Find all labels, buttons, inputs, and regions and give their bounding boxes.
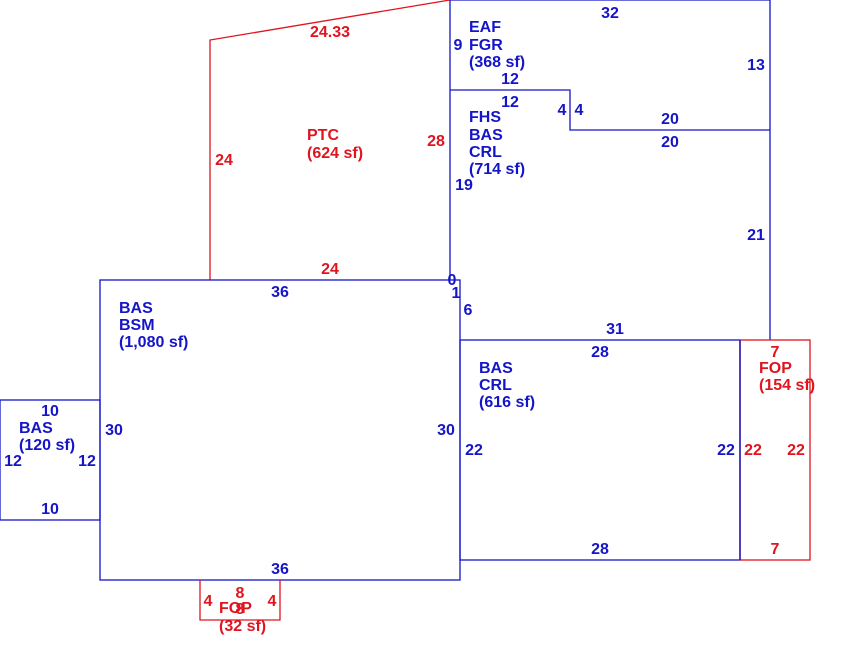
crl-label: BAS CRL (616 sf) (479, 360, 535, 411)
dim-label: 6 (464, 302, 473, 319)
bas-left-outline (0, 399, 101, 521)
dim-label: 24 (321, 261, 339, 278)
dim-label: 9 (454, 37, 463, 54)
dim-label: 10 (41, 403, 59, 420)
dim-label: 4 (268, 593, 277, 610)
dim-label: 4 (204, 593, 213, 610)
dim-label: 31 (606, 321, 624, 338)
dim-label: 8 (236, 601, 245, 618)
eaf-fhs-divider (450, 89, 770, 131)
dim-label: 10 (41, 501, 59, 518)
bas-left-label: BAS (120 sf) (19, 420, 75, 454)
dim-label: 28 (591, 541, 609, 558)
outlines (0, 0, 811, 621)
dim-label: 24.33 (310, 24, 350, 41)
eaf-fhs-outline (449, 0, 771, 340)
fop-bottom-outline (199, 580, 281, 621)
dim-label: 7 (771, 541, 780, 558)
dim-label: 7 (771, 344, 780, 361)
dim-label: 21 (747, 227, 765, 244)
dim-label: 30 (437, 422, 455, 439)
ptc-label: PTC (624 sf) (307, 127, 363, 162)
dim-label: 20 (661, 134, 679, 151)
dim-label: 36 (271, 284, 289, 301)
dim-label: 22 (717, 442, 735, 459)
dim-label: 22 (787, 442, 805, 459)
ptc-outline (209, 0, 451, 280)
dim-label: 4 (558, 102, 567, 119)
dim-label: 20 (661, 111, 679, 128)
dim-label: 24 (215, 152, 233, 169)
dim-label: 0 (448, 272, 457, 289)
dim-label: 19 (455, 177, 473, 194)
dim-label: 30 (105, 422, 123, 439)
dim-label: 12 (4, 453, 22, 470)
dim-label: 8 (236, 585, 245, 602)
dim-label: 12 (501, 71, 519, 88)
dim-label: 12 (78, 453, 96, 470)
fop-bottom-label: FOP (32 sf) (219, 600, 266, 635)
dim-label: 32 (601, 5, 619, 22)
dim-label: 28 (427, 133, 445, 150)
dim-label: 4 (575, 102, 584, 119)
dim-label: 22 (744, 442, 762, 459)
dimension-labels: 32 9 13 12 12 4 4 20 20 19 21 31 0 1 6 2… (4, 5, 805, 618)
dim-label: 1 (452, 285, 461, 302)
dim-label: 28 (591, 344, 609, 361)
dim-label: 36 (271, 561, 289, 578)
dim-label: 13 (747, 57, 765, 74)
area-labels: EAF FGR (368 sf) FHS BAS CRL (714 sf) PT… (19, 19, 815, 635)
fhs-label: FHS BAS CRL (714 sf) (469, 109, 525, 178)
dim-label: 22 (465, 442, 483, 459)
dim-label: 12 (501, 94, 519, 111)
bsm-label: BAS BSM (1,080 sf) (119, 300, 188, 351)
eaf-label: EAF FGR (368 sf) (469, 19, 525, 71)
fop-right-label: FOP (154 sf) (759, 360, 815, 394)
